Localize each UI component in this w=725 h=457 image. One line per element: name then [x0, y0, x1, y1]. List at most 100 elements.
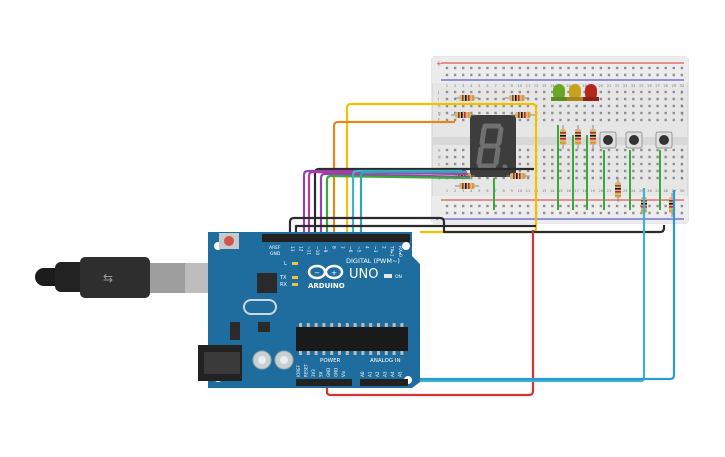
analog-pin-label: A5 [398, 371, 403, 377]
column-number: 13 [542, 189, 546, 193]
gnd-label: GND [270, 251, 281, 257]
row-letter: i [438, 97, 439, 102]
wire-orange [332, 120, 455, 234]
reset-button[interactable] [219, 233, 239, 249]
column-number: 28 [663, 84, 667, 88]
pushbutton-2[interactable] [625, 131, 643, 149]
power-pin-label: 5V [319, 371, 324, 377]
resistor[interactable] [575, 125, 581, 149]
column-number: 3 [462, 84, 464, 88]
digital-pin-label: RX◂0 [397, 246, 403, 257]
column-number: 9 [511, 84, 513, 88]
column-number: 21 [607, 84, 611, 88]
analog-label: ANALOG IN [370, 358, 401, 364]
column-number: 3 [462, 189, 464, 193]
column-number: 27 [655, 84, 659, 88]
digital-label: DIGITAL (PWM~) [346, 257, 400, 265]
column-number: 25 [639, 189, 643, 193]
analog-pin-label: A3 [383, 371, 388, 377]
column-number: 23 [623, 189, 627, 193]
column-number: 7 [494, 189, 496, 193]
resistor[interactable] [455, 95, 479, 101]
digital-pin-label: ~11 [306, 246, 312, 255]
column-number: 9 [511, 189, 513, 193]
power-pin-label: Vin [341, 370, 346, 377]
on-label: ON [395, 274, 402, 280]
column-number: 20 [599, 84, 603, 88]
resistor[interactable] [455, 183, 479, 189]
analog-pin-label: A4 [390, 371, 395, 377]
column-number: 24 [631, 84, 636, 88]
power-label: POWER [320, 358, 341, 364]
usb-cable[interactable]: ⇆ [35, 257, 225, 298]
led-yellow[interactable] [567, 84, 583, 101]
digital-pin-label: 7 [339, 246, 345, 249]
resistor[interactable] [505, 95, 529, 101]
column-number: 22 [615, 84, 619, 88]
wire-cyan-2 [359, 170, 467, 234]
power-pin-label: RESET [304, 364, 309, 377]
row-letter: g [681, 111, 684, 116]
analog-header[interactable] [360, 379, 408, 386]
row-letter: c [681, 162, 683, 167]
resistors[interactable] [451, 95, 675, 217]
jumper-wires[interactable] [288, 102, 676, 397]
resistor[interactable] [560, 125, 566, 149]
breadboard-jumpers [493, 125, 661, 210]
aref-label: AREF [269, 245, 281, 251]
resistor[interactable] [511, 112, 535, 118]
column-number: 18 [582, 189, 586, 193]
digital-pin-label: ~3 [372, 246, 378, 253]
resistor[interactable] [615, 178, 621, 202]
arduino-logo: − + [307, 264, 344, 280]
column-number: 30 [680, 189, 684, 193]
column-number: 18 [582, 84, 586, 88]
digital-pin-label: 13 [289, 246, 295, 252]
resistor[interactable] [451, 112, 475, 118]
digital-header[interactable] [262, 234, 410, 242]
column-number: 2 [454, 189, 456, 193]
power-pin-label: 3V3 [311, 369, 316, 377]
column-number: 8 [503, 189, 505, 193]
column-number: 5 [478, 84, 480, 88]
column-number: 12 [534, 84, 538, 88]
wire-blue-a1 [370, 190, 676, 381]
column-number: 16 [566, 189, 570, 193]
seven-segment-display[interactable] [470, 115, 516, 177]
column-number: 26 [647, 84, 651, 88]
power-header[interactable] [296, 379, 352, 386]
column-number: 11 [526, 84, 530, 88]
rail-minus-label: - [436, 216, 439, 224]
usb-icon: ⇆ [103, 271, 113, 285]
row-letter: b [681, 169, 684, 174]
led-red[interactable] [583, 84, 599, 101]
column-number: 2 [454, 84, 456, 88]
column-number: 5 [478, 189, 480, 193]
column-number: 6 [486, 84, 488, 88]
pushbutton-3[interactable] [655, 131, 673, 149]
row-letter: j [437, 90, 439, 95]
column-number: 6 [486, 189, 488, 193]
digital-pin-label: 8 [331, 246, 337, 249]
rail-plus-label: + [436, 60, 442, 68]
led-green[interactable] [551, 84, 567, 101]
crystal [243, 299, 277, 315]
row-letter: i [681, 97, 682, 102]
resistor[interactable] [506, 173, 530, 179]
analog-pin-label: A1 [368, 371, 373, 377]
column-number: 1 [446, 189, 448, 193]
column-number: 15 [558, 189, 562, 193]
column-number: 14 [550, 189, 555, 193]
digital-pin-label: 2 [380, 246, 386, 249]
column-number: 8 [503, 84, 505, 88]
column-number: 27 [655, 189, 659, 193]
svg-text:−: − [314, 269, 320, 277]
pushbutton-1[interactable] [599, 131, 617, 149]
digital-pin-label: ~5 [355, 246, 361, 253]
resistor[interactable] [590, 125, 596, 149]
row-letter: c [438, 162, 440, 167]
